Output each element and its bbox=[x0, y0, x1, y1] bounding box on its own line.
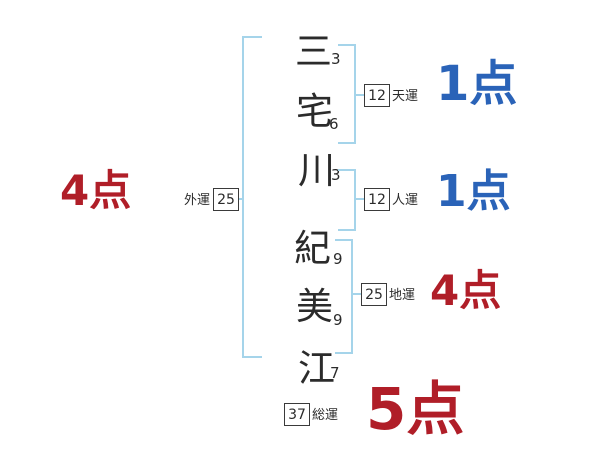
jin-bracket-line bbox=[354, 169, 356, 231]
gaiun-value-box: 25 bbox=[213, 188, 239, 211]
left-bracket-connector bbox=[236, 198, 244, 200]
tenun-value-box: 12 bbox=[364, 84, 390, 107]
stroke-count-6: 7 bbox=[330, 364, 340, 382]
name-char-3: 川 bbox=[298, 149, 335, 192]
name-char-4: 紀 bbox=[294, 227, 331, 270]
name-char-1: 三 bbox=[295, 30, 332, 73]
jin-bracket-tick-top bbox=[338, 169, 356, 171]
left-bracket-tick-bottom bbox=[242, 356, 262, 358]
name-char-2: 宅 bbox=[296, 90, 333, 133]
name-char-5: 美 bbox=[296, 285, 333, 328]
jinun-label: 人運 bbox=[392, 193, 419, 208]
name-char-6: 江 bbox=[298, 347, 335, 390]
left-bracket-line bbox=[242, 36, 244, 358]
chi-bracket-line bbox=[351, 239, 353, 354]
gaiun-label: 外運 bbox=[184, 193, 211, 208]
chiun-score: 4点 bbox=[430, 266, 502, 315]
left-bracket-tick-top bbox=[242, 36, 262, 38]
souun-label: 総運 bbox=[312, 408, 339, 423]
ten-bracket-connector bbox=[354, 94, 364, 96]
souun-score: 5点 bbox=[366, 375, 465, 443]
tenun-score: 1点 bbox=[436, 56, 518, 112]
stroke-count-1: 3 bbox=[331, 50, 341, 68]
souun-value-box: 37 bbox=[284, 403, 310, 426]
stroke-count-4: 9 bbox=[333, 250, 343, 268]
jinun-value-box: 12 bbox=[364, 188, 390, 211]
gaiun-score: 4点 bbox=[60, 166, 132, 215]
tenun-label: 天運 bbox=[392, 89, 419, 104]
ten-bracket-tick-top bbox=[338, 44, 356, 46]
stroke-count-3: 3 bbox=[331, 166, 341, 184]
chi-bracket-tick-bottom bbox=[335, 352, 353, 354]
jin-bracket-tick-bottom bbox=[338, 229, 356, 231]
chiun-value-box: 25 bbox=[361, 283, 387, 306]
jinun-score: 1点 bbox=[436, 166, 511, 217]
chiun-label: 地運 bbox=[389, 288, 416, 303]
chi-bracket-tick-top bbox=[335, 239, 353, 241]
chi-bracket-connector bbox=[351, 293, 361, 295]
jin-bracket-connector bbox=[354, 198, 364, 200]
stroke-count-5: 9 bbox=[333, 311, 343, 329]
stroke-count-2: 6 bbox=[329, 115, 339, 133]
ten-bracket-tick-bottom bbox=[338, 142, 356, 144]
